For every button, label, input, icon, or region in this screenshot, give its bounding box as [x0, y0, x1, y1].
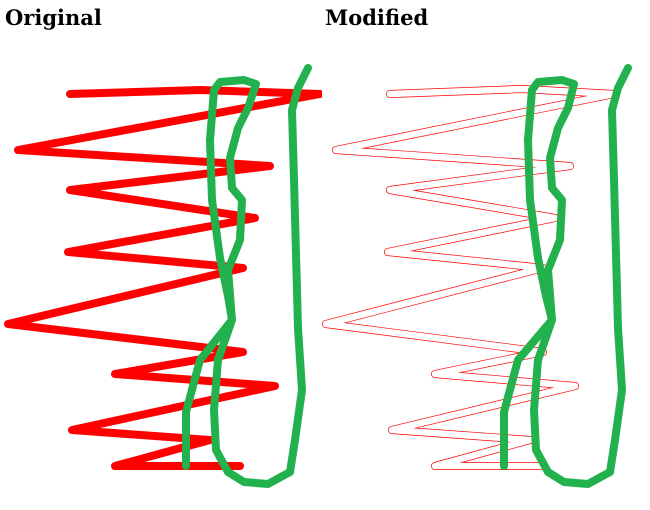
- original-panel: Original: [0, 0, 322, 510]
- modified-green-stroke: [500, 64, 632, 488]
- original-title: Original: [5, 5, 102, 30]
- modified-drawing: [322, 64, 632, 488]
- original-drawing: [4, 64, 322, 488]
- original-red-stroke: [4, 86, 322, 470]
- modified-title: Modified: [325, 5, 429, 30]
- original-green-inner-stroke: [182, 64, 312, 488]
- modified-panel: Modified: [322, 0, 650, 510]
